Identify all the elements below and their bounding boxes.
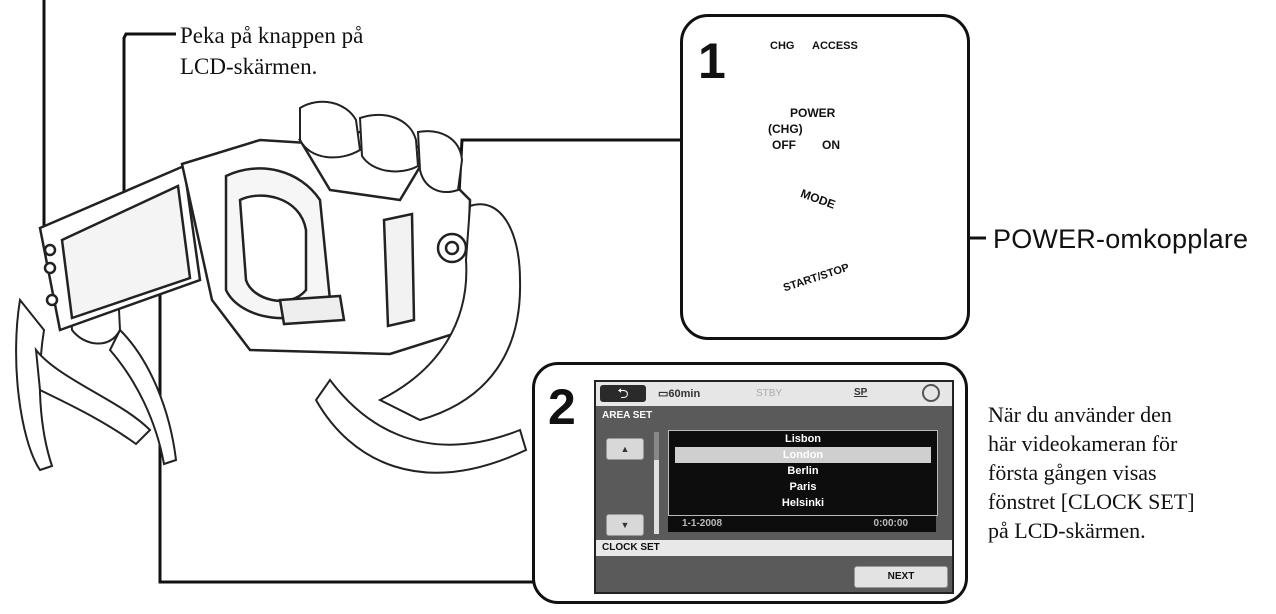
note-line: här videokameran för [988, 431, 1178, 456]
recording-mode: SP [854, 387, 868, 398]
note-line: på LCD-skärmen. [988, 518, 1146, 543]
lcd-status-bar: ⮌ ▭60min STBY SP [596, 382, 952, 406]
city-item[interactable]: Paris [789, 481, 817, 493]
date-value: 1-1-2008 [682, 518, 723, 529]
lcd-screen: ⮌ ▭60min STBY SP AREA SET ▲ ▼ Lisbon Lon… [594, 380, 954, 594]
battery-remaining: ▭60min [658, 388, 701, 400]
scrollbar-thumb[interactable] [654, 432, 659, 460]
area-set-heading: AREA SET [602, 410, 653, 421]
power-switch-label: POWER-omkopplare [993, 224, 1249, 254]
date-time-bar: 1-1-2008 0:00:00 [668, 516, 936, 532]
list-scrollbar[interactable] [654, 432, 659, 534]
city-item-selected[interactable]: London [675, 447, 931, 463]
scroll-up-button[interactable]: ▲ [606, 438, 644, 460]
touch-instruction-line-2: LCD-skärmen. [180, 54, 318, 79]
note-line: första gången visas [988, 460, 1157, 485]
touch-instruction-line-1: Peka på knappen på [180, 23, 364, 48]
return-arrow-icon[interactable]: ⮌ [600, 385, 646, 402]
city-item[interactable]: Lisbon [784, 433, 822, 445]
note-line: När du använder den [988, 402, 1172, 427]
city-list: Lisbon London Berlin Paris Helsinki [668, 430, 938, 516]
leader-line-touch [122, 32, 176, 250]
right-hand [299, 100, 528, 474]
first-use-note: När du använder den här videokameran för… [988, 400, 1276, 545]
note-line: fönstret [CLOCK SET] [988, 489, 1195, 514]
step-2-number: 2 [548, 379, 576, 435]
power-text: POWER [790, 106, 836, 120]
on-text: ON [822, 138, 840, 152]
step-1-number: 1 [698, 33, 726, 89]
clock-set-heading: CLOCK SET [596, 540, 952, 556]
next-button[interactable]: NEXT [854, 566, 948, 588]
scroll-down-button[interactable]: ▼ [606, 514, 644, 536]
step-1-panel [680, 14, 970, 340]
battery-time: 60min [668, 388, 701, 400]
leader-line-screen [158, 244, 535, 584]
city-item[interactable]: Berlin [787, 465, 819, 477]
touch-instruction: Peka på knappen på LCD-skärmen. [180, 20, 363, 82]
off-text: OFF [772, 138, 796, 152]
lcd-flip-panel [38, 164, 202, 332]
access-label: ACCESS [812, 40, 858, 52]
chg-label: CHG [770, 40, 795, 52]
standby-status: STBY [756, 388, 783, 399]
time-value: 0:00:00 [873, 518, 908, 529]
disc-icon [922, 384, 940, 402]
city-item[interactable]: Helsinki [781, 497, 825, 509]
chg-paren-text: (CHG) [768, 122, 803, 136]
